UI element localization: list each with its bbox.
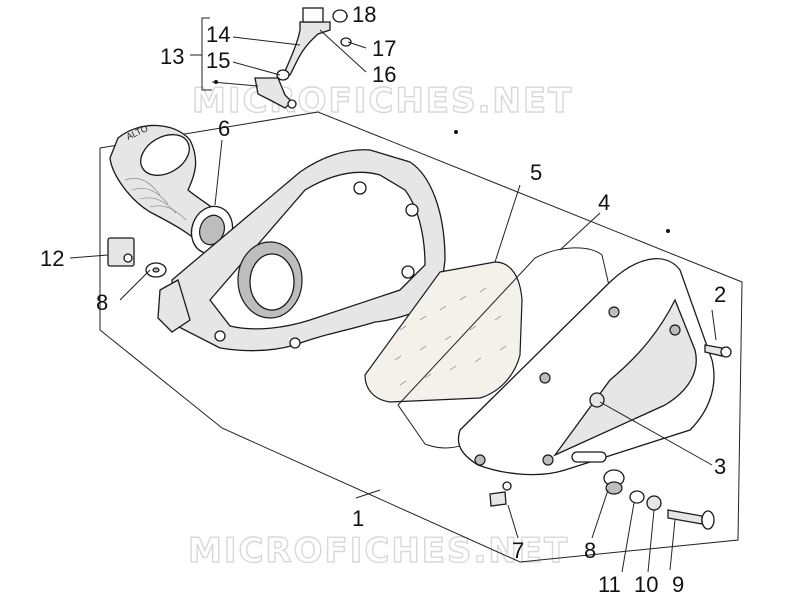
washer-8-left-hole: [152, 267, 160, 273]
marker-dot-3: [214, 80, 218, 84]
housing-boss-2: [405, 203, 419, 217]
callout-labels: 1 2 3 4 5 6 7 8 8 9 10 11 12 13 14 15 16…: [40, 2, 726, 597]
callout-6: 6: [218, 116, 230, 141]
callout-4: 4: [598, 190, 610, 215]
callout-5: 5: [530, 160, 542, 185]
callout-15: 15: [206, 48, 230, 73]
callout-18: 18: [352, 2, 376, 27]
tube-fitting-15: [276, 69, 290, 81]
duct-ribs: [124, 178, 187, 221]
callout-7: 7: [512, 538, 524, 563]
lock-washer-10: [646, 495, 662, 511]
housing-inlet-port-inner: [249, 253, 295, 311]
screw-2: [704, 344, 732, 358]
tube-clip-upper: [302, 7, 324, 23]
callout-bracket-13: [201, 17, 212, 91]
cover-recess: [553, 298, 697, 457]
valve-nozzle: [287, 99, 297, 109]
bolt-9: [667, 509, 715, 530]
air-box-housing: [157, 149, 446, 352]
grommet-8-right: [603, 469, 625, 495]
hose-clamp-18: [332, 9, 348, 23]
watermark-bottom: MICROFICHES.NET: [188, 531, 569, 571]
callout-8-right: 8: [584, 538, 596, 563]
air-box-cover: [457, 258, 715, 476]
callout-13: 13: [160, 44, 184, 69]
callout-11: 11: [598, 572, 621, 597]
housing-boss-4: [214, 330, 226, 342]
cover-screw-hole-1: [539, 372, 551, 384]
cover-screw-hole-2: [669, 324, 681, 336]
filter-texture: [394, 287, 507, 386]
cover-drain-slot: [571, 451, 607, 463]
filter-element: [364, 261, 523, 403]
marker-dot-1: [454, 130, 458, 134]
callout-14: 14: [206, 22, 230, 47]
callout-3: 3: [714, 454, 726, 479]
hose-clamp-17: [340, 37, 352, 47]
breather-tube-assembly: [254, 7, 352, 109]
marker-dot-2: [666, 229, 670, 233]
callout-8-left: 8: [96, 290, 108, 315]
callout-17: 17: [372, 36, 396, 61]
gasket-seal: [397, 247, 611, 449]
intake-duct-mouth: [140, 134, 190, 176]
callout-12: 12: [40, 246, 64, 271]
assembly-outline: [99, 111, 743, 563]
housing-mount-tab: [157, 279, 191, 333]
fastener-7: [489, 481, 512, 507]
callout-16: 16: [372, 62, 396, 87]
cover-screw-hole-3: [542, 454, 554, 466]
callout-10: 10: [634, 572, 658, 597]
callout-1: 1: [352, 506, 364, 531]
callout-2: 2: [714, 282, 726, 307]
housing-boss-1: [353, 181, 367, 195]
housing-boss-5: [289, 337, 301, 349]
clip-nut-hole: [123, 253, 133, 263]
callout-9: 9: [672, 572, 684, 597]
intake-duct: ALTO: [109, 123, 234, 255]
intake-duct-outlet-inner: [199, 214, 225, 246]
housing-boss-3: [401, 265, 415, 279]
washer-11: [629, 490, 645, 504]
leader-lines: [69, 15, 717, 573]
watermark-top: MICROFICHES.NET: [192, 81, 573, 121]
cover-body: [457, 258, 715, 476]
cover-screw-hole-5: [608, 306, 620, 318]
breather-tube: [280, 21, 331, 80]
screw-3: [589, 392, 605, 408]
cover-screw-hole-4: [474, 454, 486, 466]
